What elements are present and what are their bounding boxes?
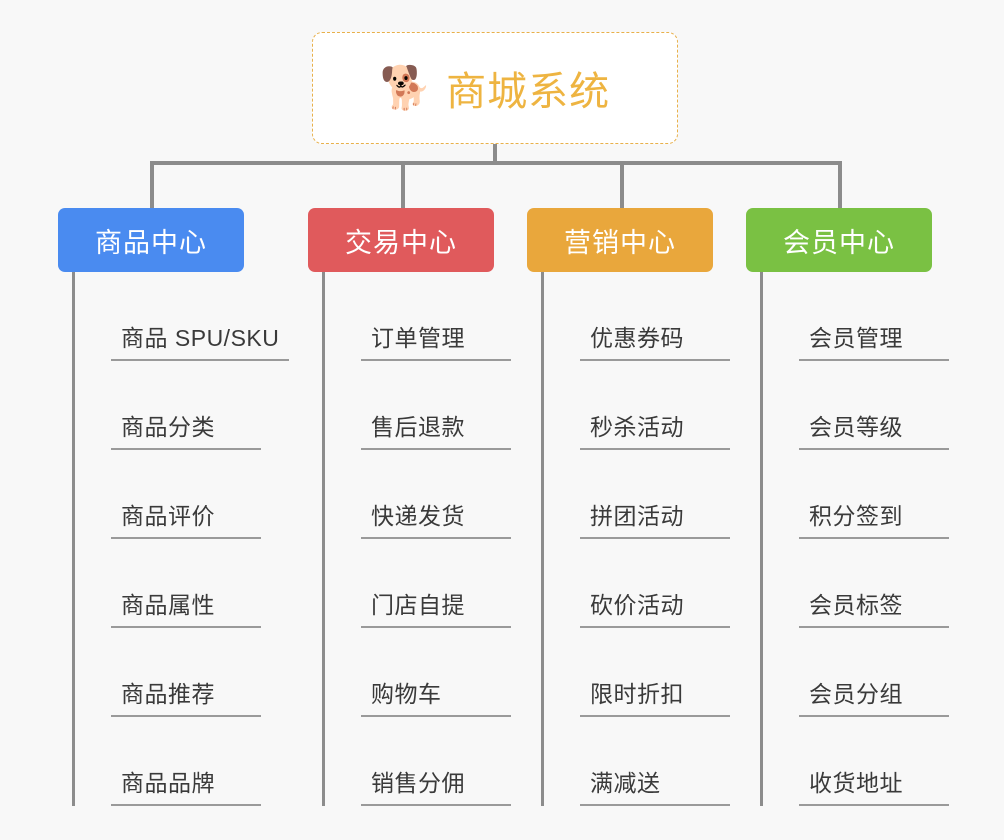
- leaf-item-label: 商品 SPU/SKU: [121, 325, 280, 351]
- leaf-item[interactable]: 拼团活动: [544, 450, 730, 539]
- leaf-item-underline: 砍价活动: [580, 586, 730, 628]
- leaf-item-underline: 秒杀活动: [580, 408, 730, 450]
- leaf-item-label: 优惠券码: [590, 325, 684, 351]
- leaf-item-underline: 会员管理: [799, 319, 949, 361]
- leaf-item-label: 售后退款: [371, 414, 465, 440]
- leaf-item-underline: 收货地址: [799, 764, 949, 806]
- leaf-item-label: 会员标签: [809, 592, 903, 618]
- leaf-item-label: 门店自提: [371, 592, 465, 618]
- leaf-item-underline: 销售分佣: [361, 764, 511, 806]
- category-label: 会员中心: [783, 227, 895, 258]
- leaf-item-underline: 商品推荐: [111, 675, 261, 717]
- leaf-item[interactable]: 订单管理: [325, 272, 511, 361]
- leaf-item-label: 会员等级: [809, 414, 903, 440]
- category-drop-connector-trade-center: [401, 161, 405, 209]
- leaf-item[interactable]: 商品 SPU/SKU: [75, 272, 290, 361]
- leaf-item-underline: 满减送: [580, 764, 730, 806]
- leaf-item[interactable]: 收货地址: [763, 717, 949, 806]
- leaf-item[interactable]: 限时折扣: [544, 628, 730, 717]
- leaf-item-underline: 会员标签: [799, 586, 949, 628]
- category-drop-connector-member-center: [838, 161, 842, 209]
- leaf-item-label: 商品品牌: [121, 770, 215, 796]
- leaf-item[interactable]: 销售分佣: [325, 717, 511, 806]
- leaf-item[interactable]: 商品属性: [75, 539, 261, 628]
- leaf-item-underline: 限时折扣: [580, 675, 730, 717]
- leaf-item-underline: 商品品牌: [111, 764, 261, 806]
- leaf-item[interactable]: 商品分类: [75, 361, 261, 450]
- leaf-item-underline: 售后退款: [361, 408, 511, 450]
- leaf-item[interactable]: 购物车: [325, 628, 511, 717]
- category-label: 营销中心: [564, 227, 676, 258]
- leaf-item-underline: 会员分组: [799, 675, 949, 717]
- leaf-item[interactable]: 满减送: [544, 717, 730, 806]
- leaf-item-label: 购物车: [371, 681, 442, 707]
- leaf-item-label: 商品分类: [121, 414, 215, 440]
- category-label: 商品中心: [95, 227, 207, 258]
- leaf-item-label: 订单管理: [371, 325, 465, 351]
- leaf-item[interactable]: 会员分组: [763, 628, 949, 717]
- leaf-item-label: 会员分组: [809, 681, 903, 707]
- leaf-spine-connector: [541, 272, 544, 806]
- leaf-item-underline: 商品分类: [111, 408, 261, 450]
- leaf-item[interactable]: 快递发货: [325, 450, 511, 539]
- leaf-item-underline: 门店自提: [361, 586, 511, 628]
- leaf-item-label: 商品评价: [121, 503, 215, 529]
- leaf-spine-connector: [760, 272, 763, 806]
- leaf-item[interactable]: 门店自提: [325, 539, 511, 628]
- leaf-item-label: 秒杀活动: [590, 414, 684, 440]
- leaf-spine-connector: [322, 272, 325, 806]
- leaf-item[interactable]: 商品推荐: [75, 628, 261, 717]
- leaf-item-underline: 会员等级: [799, 408, 949, 450]
- leaf-item[interactable]: 秒杀活动: [544, 361, 730, 450]
- leaf-spine-connector: [72, 272, 75, 806]
- leaf-item[interactable]: 售后退款: [325, 361, 511, 450]
- leaf-item[interactable]: 商品评价: [75, 450, 261, 539]
- leaf-item-label: 商品属性: [121, 592, 215, 618]
- category-drop-connector-product-center: [150, 161, 154, 209]
- leaf-item[interactable]: 积分签到: [763, 450, 949, 539]
- leaf-item-label: 快递发货: [371, 503, 465, 529]
- leaf-item[interactable]: 砍价活动: [544, 539, 730, 628]
- leaf-item-underline: 商品 SPU/SKU: [111, 319, 290, 361]
- category-box-trade-center[interactable]: 交易中心: [308, 208, 494, 272]
- leaf-item[interactable]: 会员等级: [763, 361, 949, 450]
- leaf-item-underline: 优惠券码: [580, 319, 730, 361]
- leaf-item-label: 砍价活动: [590, 592, 684, 618]
- category-box-marketing-center[interactable]: 营销中心: [527, 208, 713, 272]
- leaf-item-label: 积分签到: [809, 503, 903, 529]
- category-drop-connector-marketing-center: [620, 161, 624, 209]
- leaf-item[interactable]: 优惠券码: [544, 272, 730, 361]
- root-stem-connector: [493, 144, 497, 164]
- leaf-item-label: 商品推荐: [121, 681, 215, 707]
- category-box-product-center[interactable]: 商品中心: [58, 208, 244, 272]
- leaf-item[interactable]: 会员管理: [763, 272, 949, 361]
- leaf-item-label: 会员管理: [809, 325, 903, 351]
- leaf-item-underline: 订单管理: [361, 319, 511, 361]
- category-label: 交易中心: [345, 227, 457, 258]
- root-title: 商城系统: [446, 70, 611, 114]
- root-node[interactable]: 🐕 商城系统: [312, 32, 678, 144]
- leaf-item[interactable]: 商品品牌: [75, 717, 261, 806]
- leaf-item-underline: 拼团活动: [580, 497, 730, 539]
- leaf-item-label: 收货地址: [809, 770, 903, 796]
- leaf-item-label: 满减送: [590, 770, 661, 796]
- leaf-item-label: 限时折扣: [590, 681, 684, 707]
- leaf-item-label: 销售分佣: [371, 770, 465, 796]
- category-box-member-center[interactable]: 会员中心: [746, 208, 932, 272]
- leaf-item-label: 拼团活动: [590, 503, 684, 529]
- leaf-item-underline: 快递发货: [361, 497, 511, 539]
- leaf-item-underline: 积分签到: [799, 497, 949, 539]
- leaf-item-underline: 商品评价: [111, 497, 261, 539]
- shiba-dog-face-icon: 🐕: [379, 64, 433, 111]
- leaf-item-underline: 商品属性: [111, 586, 261, 628]
- leaf-item[interactable]: 会员标签: [763, 539, 949, 628]
- leaf-item-underline: 购物车: [361, 675, 511, 717]
- category-bus-connector: [150, 161, 840, 165]
